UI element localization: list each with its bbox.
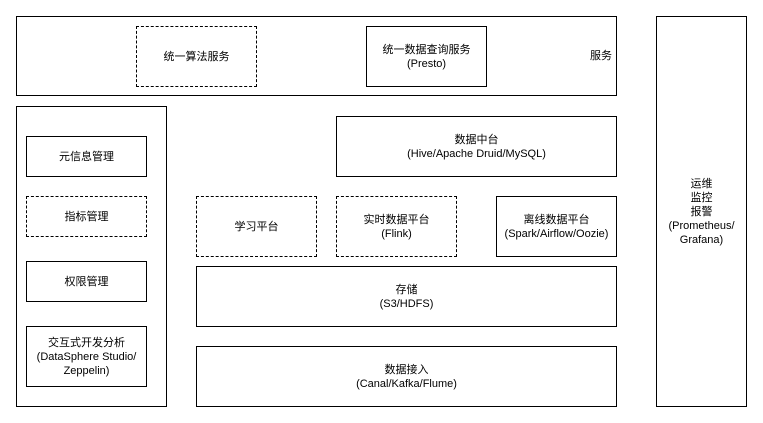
query-service-box: 统一数据查询服务 (Presto) xyxy=(366,26,487,87)
permissions-box: 权限管理 xyxy=(26,261,147,302)
data-middle-platform-box: 数据中台 (Hive/Apache Druid/MySQL) xyxy=(336,116,617,177)
data-ingestion-box: 数据接入 (Canal/Kafka/Flume) xyxy=(196,346,617,407)
realtime-platform-box: 实时数据平台 (Flink) xyxy=(336,196,457,257)
storage-box: 存储 (S3/HDFS) xyxy=(196,266,617,327)
service-layer xyxy=(16,16,617,96)
algorithm-service-box: 统一算法服务 xyxy=(136,26,257,87)
learning-platform-box: 学习平台 xyxy=(196,196,317,257)
metrics-box: 指标管理 xyxy=(26,196,147,237)
offline-platform-box: 离线数据平台 (Spark/Airflow/Oozie) xyxy=(496,196,617,257)
service-layer-label: 服务 xyxy=(590,50,612,62)
ops-monitoring-panel: 运维 监控 报警 (Prometheus/ Grafana) xyxy=(656,16,747,407)
metadata-box: 元信息管理 xyxy=(26,136,147,177)
interactive-analysis-box: 交互式开发分析 (DataSphere Studio/ Zeppelin) xyxy=(26,326,147,387)
